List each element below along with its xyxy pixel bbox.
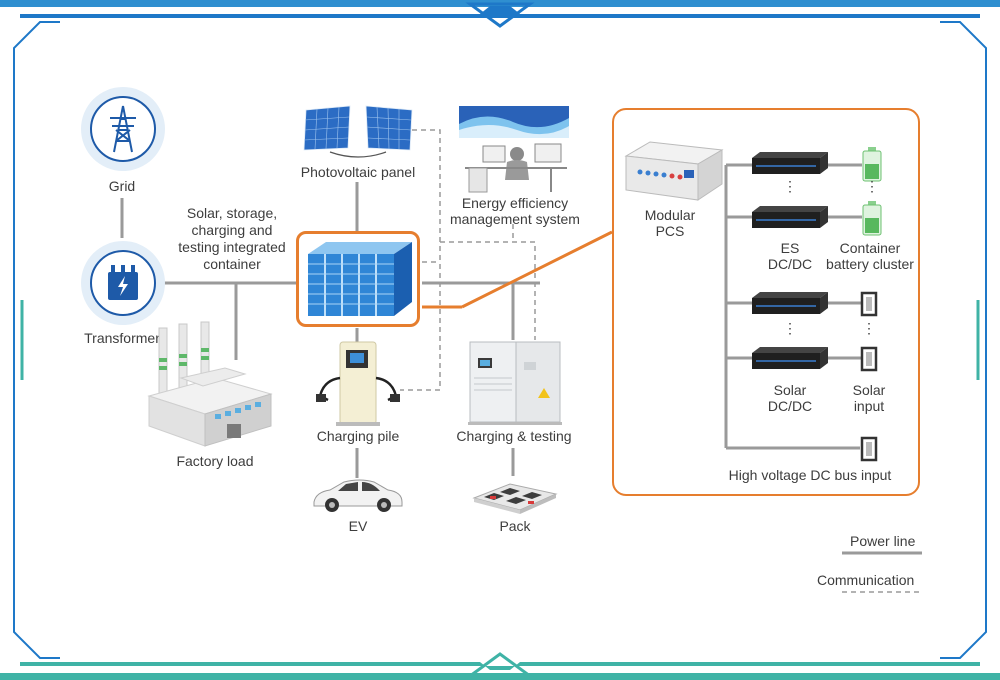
cluster-label-line1: Container	[839, 240, 901, 256]
solar-dcdc-module-1	[752, 292, 828, 314]
ems-label-line2: management system	[450, 211, 580, 227]
es-dcdc-label-line1: ES	[780, 240, 800, 256]
container-desc-line1: Solar, storage,	[186, 205, 278, 221]
legend-communication: Communication	[817, 572, 915, 588]
solar-input-terminal-1	[860, 291, 878, 317]
solar-dcdc-label-line1: Solar	[773, 382, 807, 398]
ems-icon	[459, 106, 569, 193]
charging-pile-icon	[316, 341, 400, 426]
solar-input-label-line2: input	[853, 398, 885, 414]
factory-load-label: Factory load	[176, 453, 254, 469]
cluster-label-line2: battery cluster	[826, 256, 914, 272]
pcs-detail-panel	[612, 108, 920, 496]
container-icon	[308, 242, 412, 316]
charging-testing-cabinet-icon	[468, 341, 562, 425]
pack-label: Pack	[499, 518, 531, 534]
solar-input-label-line1: Solar	[852, 382, 886, 398]
grid-tower-icon	[81, 87, 165, 171]
hv-dc-bus-label: High voltage DC bus input	[728, 467, 892, 483]
charging-pile-label: Charging pile	[316, 428, 400, 444]
pcs-label-line2: PCS	[655, 223, 685, 239]
es-ellipsis: ⋮	[783, 178, 797, 194]
battery-cluster-icon-2	[862, 201, 882, 236]
container-desc-line2: charging and	[191, 222, 273, 238]
solar-dcdc-label-line2: DC/DC	[767, 398, 813, 414]
es-dcdc-module-2	[752, 206, 828, 228]
ev-label: EV	[348, 518, 368, 534]
legend-power-line: Power line	[850, 533, 916, 549]
solar-input-ellipsis: ⋮	[862, 320, 876, 336]
es-dcdc-module-1	[752, 152, 828, 174]
es-dcdc-label-line2: DC/DC	[767, 256, 813, 272]
solar-panel-icon	[303, 105, 413, 158]
battery-pack-icon	[472, 483, 558, 514]
transformer-icon	[81, 241, 165, 325]
solar-dcdc-ellipsis: ⋮	[783, 320, 797, 336]
battery-cluster-icon-1	[862, 147, 882, 182]
pv-panel-label: Photovoltaic panel	[300, 164, 416, 180]
solar-dcdc-module-2	[752, 347, 828, 369]
charging-testing-label: Charging & testing	[456, 428, 572, 444]
container-desc-line3: testing integrated	[178, 239, 286, 255]
factory-icon	[147, 321, 273, 447]
grid-label: Grid	[108, 178, 136, 194]
ev-car-icon	[313, 479, 403, 512]
ems-label-line1: Energy efficiency	[461, 195, 569, 211]
cluster-ellipsis: ⋮	[865, 178, 879, 194]
solar-input-terminal-2	[860, 346, 878, 372]
container-desc-line4: container	[203, 256, 261, 272]
container-highlight-box	[296, 231, 420, 327]
hv-dc-bus-terminal	[860, 436, 878, 462]
modular-pcs-icon	[624, 141, 724, 201]
transformer-label: Transformer	[84, 330, 160, 346]
pcs-label-line1: Modular	[644, 207, 696, 223]
